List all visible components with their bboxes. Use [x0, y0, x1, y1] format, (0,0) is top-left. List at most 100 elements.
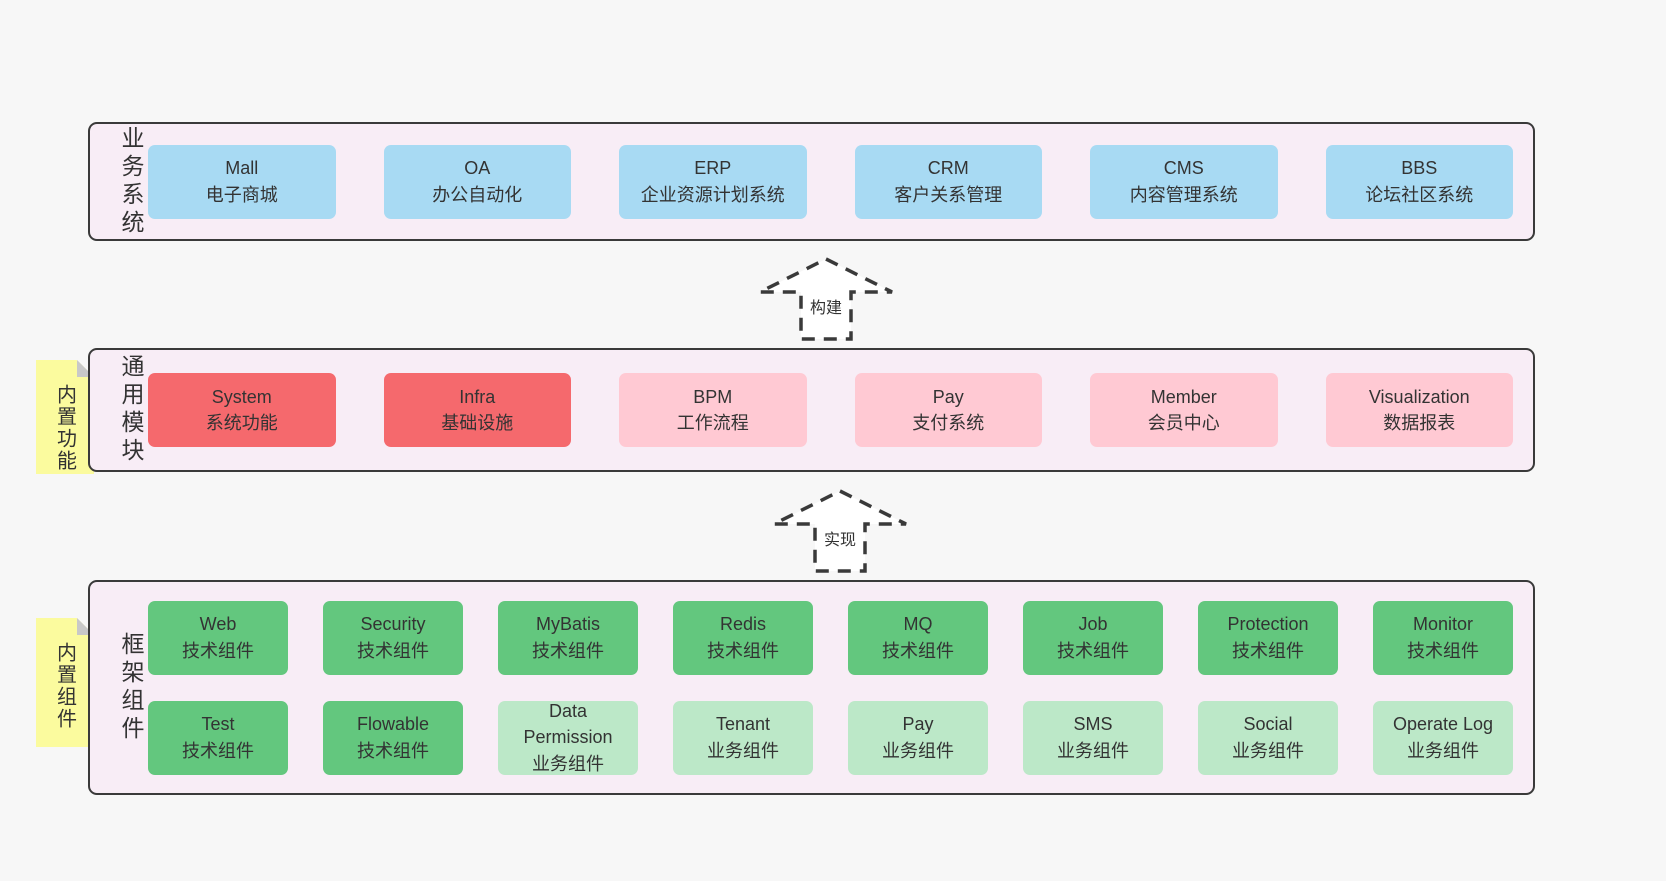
box-test: Test 技术组件	[148, 700, 288, 775]
box-name: Social	[1243, 714, 1293, 735]
box-subtitle: 技术组件	[1057, 640, 1129, 661]
box-subtitle: 技术组件	[357, 740, 429, 761]
box-subtitle: 技术组件	[182, 640, 254, 661]
box-tenant: Tenant 业务组件	[673, 700, 813, 775]
box-name: Operate Log	[1392, 714, 1494, 735]
box-subtitle: 业务组件	[532, 753, 604, 774]
box-subtitle: 数据报表	[1383, 413, 1456, 433]
box-mq: MQ 技术组件	[848, 600, 988, 675]
box-bpm: BPM 工作流程	[619, 373, 807, 447]
box-cms: CMS 内容管理系统	[1090, 144, 1278, 219]
box-redis: Redis 技术组件	[673, 600, 813, 675]
box-name: OA	[464, 158, 491, 179]
box-subtitle: 会员中心	[1147, 413, 1220, 433]
box-flowable: Flowable 技术组件	[323, 700, 463, 775]
build-arrow-label: 构建	[806, 294, 846, 318]
framework-components-row-1: Web 技术组件 Security 技术组件 MyBatis 技术组件 Redi…	[148, 600, 1513, 675]
box-name: BPM	[693, 386, 733, 407]
box-social: Social 业务组件	[1198, 700, 1338, 775]
box-infra: Infra 基础设施	[383, 373, 571, 447]
box-subtitle: 论坛社区系统	[1365, 184, 1474, 205]
box-security: Security 技术组件	[323, 600, 463, 675]
box-name: Member	[1150, 386, 1217, 407]
implement-arrow-label: 实现	[820, 526, 860, 550]
box-name: CRM	[927, 158, 969, 179]
business-systems-boxes: Mall 电子商城 OA 办公自动化 ERP 企业资源计划系统 CRM 客户关系…	[148, 144, 1513, 219]
box-subtitle: 业务组件	[1232, 740, 1304, 761]
box-subtitle: 业务组件	[707, 740, 779, 761]
framework-components-rows: Web 技术组件 Security 技术组件 MyBatis 技术组件 Redi…	[148, 600, 1513, 775]
box-subtitle: 技术组件	[1407, 640, 1479, 661]
box-subtitle: 业务组件	[1407, 740, 1479, 761]
sticky-note-text: 内置组件	[53, 642, 76, 730]
box-name: ERP	[694, 158, 732, 179]
box-web: Web 技术组件	[148, 600, 288, 675]
box-name: Web	[199, 614, 237, 635]
box-subtitle: 技术组件	[532, 640, 604, 661]
box-subtitle: 客户关系管理	[894, 184, 1003, 205]
box-name: Pay	[932, 386, 964, 407]
box-sms: SMS 业务组件	[1023, 700, 1163, 775]
sticky-note-built-in-features: 内置功能	[36, 360, 94, 474]
box-subtitle: 支付系统	[912, 413, 985, 433]
box-subtitle: 技术组件	[357, 640, 429, 661]
box-name: Pay	[902, 714, 934, 735]
box-name: SMS	[1073, 714, 1113, 735]
box-erp: ERP 企业资源计划系统	[619, 144, 807, 219]
box-system: System 系统功能	[148, 373, 336, 447]
box-subtitle: 电子商城	[205, 184, 278, 205]
box-name: Protection	[1227, 614, 1309, 635]
implement-arrow: 实现	[770, 488, 910, 574]
box-subtitle: 系统功能	[205, 413, 278, 433]
sticky-note-built-in-components: 内置组件	[36, 618, 94, 747]
box-mall: Mall 电子商城	[148, 144, 336, 219]
box-oa: OA 办公自动化	[383, 144, 571, 219]
box-job: Job 技术组件	[1023, 600, 1163, 675]
box-subtitle: 业务组件	[1057, 740, 1129, 761]
layer-title-common-modules: 通用模块	[118, 354, 144, 466]
box-pay-component: Pay 业务组件	[848, 700, 988, 775]
box-name: Security	[360, 614, 426, 635]
box-pay-module: Pay 支付系统	[854, 373, 1042, 447]
box-name: Tenant	[715, 714, 771, 735]
box-name: Mall	[225, 158, 259, 179]
box-operate-log: Operate Log 业务组件	[1373, 700, 1513, 775]
box-subtitle: 技术组件	[882, 640, 954, 661]
box-subtitle: 工作流程	[676, 413, 749, 433]
build-arrow: 构建	[756, 256, 896, 342]
box-name: Data Permission	[523, 701, 613, 748]
box-name: MyBatis	[535, 614, 600, 635]
box-subtitle: 技术组件	[707, 640, 779, 661]
box-subtitle: 办公自动化	[432, 184, 523, 205]
box-name: Redis	[719, 614, 767, 635]
layer-title-framework-components: 框架组件	[118, 631, 144, 744]
layer-framework-components: 框架组件 Web 技术组件 Security 技术组件 MyBatis 技术组件…	[88, 580, 1535, 795]
box-bbs: BBS 论坛社区系统	[1325, 144, 1513, 219]
sticky-note-text: 内置功能	[53, 384, 76, 472]
box-data-permission: Data Permission 业务组件	[498, 700, 638, 775]
framework-components-row-2: Test 技术组件 Flowable 技术组件 Data Permission …	[148, 700, 1513, 775]
box-name: Infra	[459, 386, 496, 407]
box-name: Test	[201, 714, 235, 735]
box-name: Job	[1078, 614, 1108, 635]
box-subtitle: 企业资源计划系统	[640, 184, 785, 205]
box-name: Flowable	[356, 714, 430, 735]
layer-common-modules: 通用模块 System 系统功能 Infra 基础设施 BPM 工作流程 Pay…	[88, 348, 1535, 472]
box-name: MQ	[903, 614, 933, 635]
box-mybatis: MyBatis 技术组件	[498, 600, 638, 675]
box-subtitle: 内容管理系统	[1129, 184, 1238, 205]
box-name: Monitor	[1412, 614, 1474, 635]
box-member: Member 会员中心	[1090, 373, 1278, 447]
box-subtitle: 基础设施	[441, 413, 514, 433]
box-subtitle: 业务组件	[882, 740, 954, 761]
box-name: Visualization	[1368, 386, 1470, 407]
common-modules-boxes: System 系统功能 Infra 基础设施 BPM 工作流程 Pay 支付系统…	[148, 373, 1513, 447]
box-subtitle: 技术组件	[1232, 640, 1304, 661]
box-subtitle: 技术组件	[182, 740, 254, 761]
box-name: BBS	[1401, 158, 1438, 179]
box-crm: CRM 客户关系管理	[854, 144, 1042, 219]
layer-title-business-systems: 业务系统	[118, 125, 144, 238]
box-name: System	[211, 386, 272, 407]
layer-business-systems: 业务系统 Mall 电子商城 OA 办公自动化 ERP 企业资源计划系统 CRM…	[88, 122, 1535, 241]
